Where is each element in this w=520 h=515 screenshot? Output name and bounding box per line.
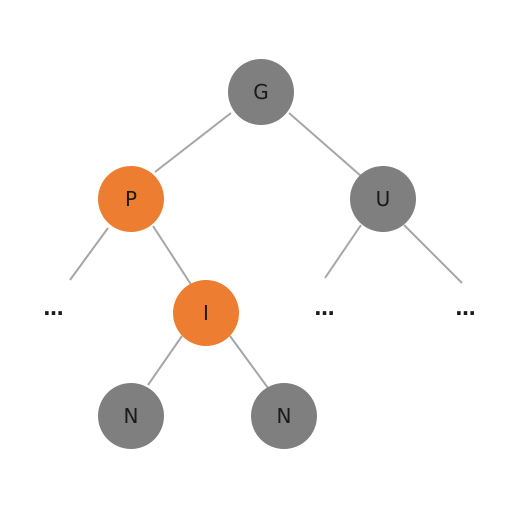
tree-node-g: G	[228, 59, 294, 125]
edge-g-p	[154, 112, 232, 173]
tree-node-n-left: N	[98, 383, 164, 449]
ellipsis-u-right: …	[456, 296, 477, 320]
edge-g-u	[288, 112, 362, 177]
tree-node-n-right: N	[251, 383, 317, 449]
node-label: N	[277, 404, 292, 428]
node-label: U	[376, 187, 391, 211]
tree-node-u: U	[350, 166, 416, 232]
edge-u-left	[324, 224, 362, 279]
edge-p-left	[69, 227, 109, 281]
tree-node-i: I	[173, 280, 239, 346]
node-label: G	[253, 80, 269, 104]
edge-u-right	[403, 224, 463, 284]
node-circle	[98, 166, 164, 232]
edge-i-n1	[147, 335, 183, 386]
edge-p-i	[152, 225, 193, 287]
tree-node-p: P	[98, 166, 164, 232]
ellipsis-p-left: …	[44, 296, 65, 320]
node-circle	[251, 383, 317, 449]
node-label: N	[124, 404, 139, 428]
edge-i-n2	[229, 335, 269, 389]
node-circle	[173, 280, 239, 346]
node-circle	[228, 59, 294, 125]
node-label: I	[203, 301, 209, 325]
node-label: P	[125, 187, 137, 211]
node-circle	[98, 383, 164, 449]
ellipsis-u-left: …	[315, 296, 336, 320]
node-circle	[350, 166, 416, 232]
